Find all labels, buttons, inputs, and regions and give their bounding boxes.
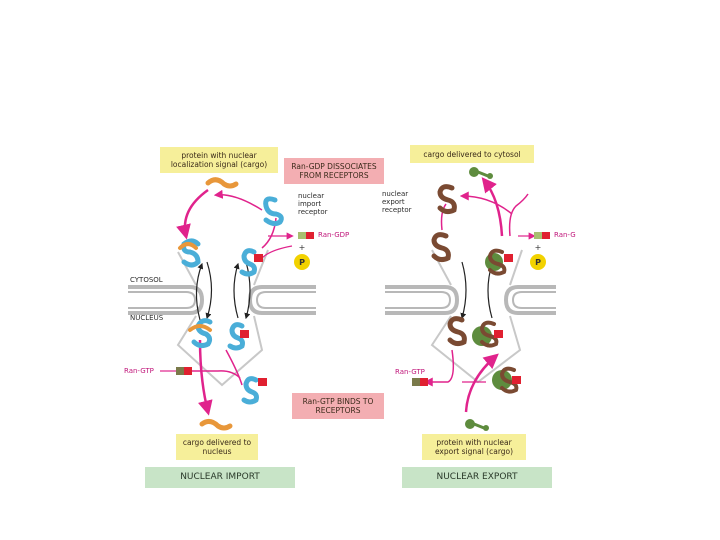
import-cargo-out-box: cargo delivered to nucleus xyxy=(176,434,258,460)
svg-text:+: + xyxy=(535,243,542,252)
export-ran-gdp-icon xyxy=(534,232,542,239)
export-ran-gdp-label: Ran-G xyxy=(554,231,576,239)
export-cargo-in xyxy=(465,419,475,429)
export-title-box: NUCLEAR EXPORT xyxy=(402,467,552,488)
export-title: NUCLEAR EXPORT xyxy=(436,472,518,482)
svg-text:P: P xyxy=(535,258,541,267)
export-complex-forming xyxy=(492,370,512,390)
nucleus-label: NUCLEUS xyxy=(130,314,164,322)
import-cargo-in-label: protein with nuclear localization signal… xyxy=(170,151,268,169)
import-title: NUCLEAR IMPORT xyxy=(180,472,260,482)
import-cargo-free xyxy=(205,177,239,189)
import-ran-gdp-label: Ran-GDP xyxy=(318,231,350,239)
export-receptor-cytosol xyxy=(431,232,451,263)
export-cargo-out-label: cargo delivered to cytosol xyxy=(423,149,521,159)
export-receptor-label: nuclear export receptor xyxy=(382,190,412,214)
ran-gtp-icon xyxy=(176,367,184,375)
import-cargo-in-box: protein with nuclear localization signal… xyxy=(160,147,278,173)
import-cargo-delivered xyxy=(199,418,233,431)
import-receptor-ran-nucleus xyxy=(227,322,245,351)
export-receptor-free xyxy=(437,184,457,215)
import-cycle-arrows xyxy=(195,261,251,321)
import-receptor-free xyxy=(263,196,284,227)
import-cargo-out-label: cargo delivered to nucleus xyxy=(182,438,252,456)
import-receptor-label: nuclear import receptor xyxy=(298,192,328,216)
export-flow-arrows xyxy=(423,177,536,413)
svg-text:P: P xyxy=(299,258,305,267)
export-cargo-out-box: cargo delivered to cytosol xyxy=(410,145,534,163)
binds-label: Ran-GTP BINDS TO RECEPTORS xyxy=(302,397,374,415)
export-cargo-free xyxy=(469,167,479,177)
export-pore-complex xyxy=(385,249,556,384)
import-receptor-ran-recycle xyxy=(241,376,259,405)
ran-block xyxy=(254,254,263,262)
dissociates-box: Ran-GDP DISSOCIATES FROM RECEPTORS xyxy=(284,158,384,184)
export-ran-gtp-label: Ran-GTP xyxy=(395,368,425,376)
export-molecules: + P xyxy=(412,167,550,431)
export-pi-icon xyxy=(530,254,546,270)
binds-box: Ran-GTP BINDS TO RECEPTORS xyxy=(292,393,384,419)
import-receptor-ran-cytosol xyxy=(239,248,257,277)
export-cargo-in-label: protein with nuclear export signal (carg… xyxy=(434,438,514,456)
export-ran-gtp-icon xyxy=(412,378,420,386)
import-title-box: NUCLEAR IMPORT xyxy=(145,467,295,488)
cytosol-label: CYTOSOL xyxy=(130,276,163,284)
import-molecules: P + xyxy=(160,177,314,431)
export-cycle-arrows xyxy=(460,261,494,320)
import-receptor-bound-cytosol xyxy=(181,238,201,268)
export-complex-nucleus xyxy=(472,326,492,346)
pi-icon xyxy=(294,254,310,270)
import-ran-gtp-label: Ran-GTP xyxy=(124,367,154,375)
dissociates-label: Ran-GDP DISSOCIATES FROM RECEPTORS xyxy=(291,162,377,180)
export-cargo-in-box: protein with nuclear export signal (carg… xyxy=(422,434,526,460)
export-receptor-nucleus xyxy=(447,316,467,347)
ran-gdp-icon xyxy=(298,232,306,239)
svg-text:+: + xyxy=(299,243,306,252)
import-receptor-bound-nucleus xyxy=(191,318,213,349)
